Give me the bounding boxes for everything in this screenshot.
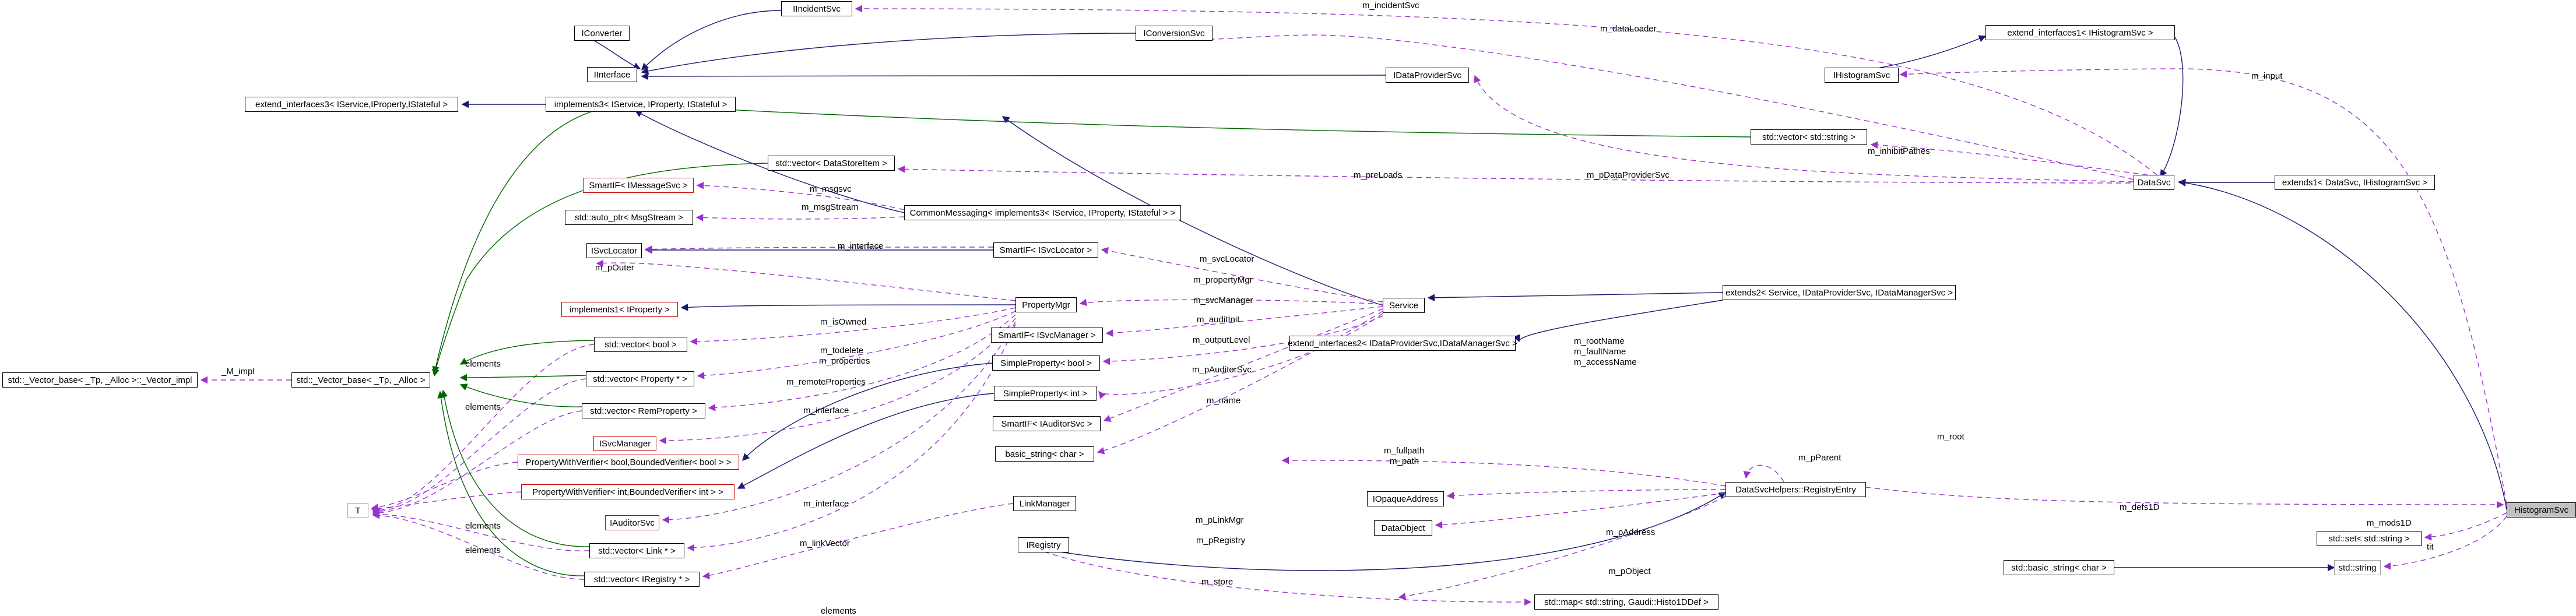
class-node-vector-bool-base[interactable]: std::_Vector_base< _Tp, _Alloc >::_Vecto… <box>2 372 198 388</box>
class-node-isvclocator[interactable]: ISvcLocator <box>586 243 642 258</box>
edge-label-m-inhibitpathes: m_inhibitPathes <box>1868 146 1930 156</box>
edge-label-m-incidentsvc: m_incidentSvc <box>1362 1 1419 10</box>
class-node-iincidentsvc[interactable]: IIncidentSvc <box>781 1 852 16</box>
class-node-extends2-service[interactable]: extends2< Service, IDataProviderSvc, IDa… <box>1723 285 1956 300</box>
edge-label-m-defs1d: m_defs1D <box>2120 502 2160 512</box>
class-node-vector-base[interactable]: std::_Vector_base< _Tp, _Alloc > <box>291 372 430 388</box>
edge-label-elements-2: elements <box>465 402 501 412</box>
edge-label-m-linkvector: m_linkVector <box>800 538 850 548</box>
edge-label-m-accessname: m_accessName <box>1574 357 1637 367</box>
class-node-propertymgr[interactable]: PropertyMgr <box>1015 297 1077 312</box>
edge-label-elements-5: elements <box>821 606 856 616</box>
class-node-dataobject[interactable]: DataObject <box>1374 520 1432 536</box>
edge-label-m-faultname: m_faultName <box>1574 347 1626 357</box>
class-node-simpleproperty-bool[interactable]: SimpleProperty< bool > <box>992 355 1100 371</box>
class-node-service[interactable]: Service <box>1383 298 1425 313</box>
edge-label-m-outputlevel: m_outputLevel <box>1193 335 1250 345</box>
class-node-implements3[interactable]: implements3< IService, IProperty, IState… <box>546 97 736 112</box>
edge-label-m-impl: _M_impl <box>222 367 255 376</box>
class-node-auto-ptr-msgstream[interactable]: std::auto_ptr< MsgStream > <box>565 210 693 225</box>
edge-label-m-fullpath: m_fullpath <box>1384 446 1425 456</box>
class-node-smartif-iauditorsvc[interactable]: SmartIF< IAuditorSvc > <box>993 416 1101 431</box>
class-node-iregistry[interactable]: IRegistry <box>1018 537 1069 552</box>
edge-label-m-path: m_path <box>1390 456 1419 466</box>
edge-label-m-pparent: m_pParent <box>1798 453 1841 463</box>
class-node-t-template[interactable]: T <box>347 503 368 518</box>
class-node-vector-iregistry-ptr[interactable]: std::vector< IRegistry * > <box>584 572 700 587</box>
class-node-smartif-imessagesvc[interactable]: SmartIF< IMessageSvc > <box>583 178 694 193</box>
edge-label-m-dataloader: m_dataLoader <box>1600 24 1657 34</box>
edge-label-m-rootname: m_rootName <box>1574 336 1625 346</box>
edge-label-m-root: m_root <box>1937 432 1964 442</box>
class-node-map-histo1ddef[interactable]: std::map< std::string, Gaudi::Histo1DDef… <box>1534 594 1718 610</box>
edge-label-elements-1: elements <box>465 359 501 369</box>
edge-label-tit: tit <box>2427 542 2434 552</box>
class-node-implements1-iproperty[interactable]: implements1< IProperty > <box>561 302 678 317</box>
class-node-datasvchelpers[interactable]: DataSvcHelpers::RegistryEntry <box>1725 482 1866 497</box>
class-node-set-string[interactable]: std::set< std::string > <box>2317 531 2422 546</box>
edge-label-m-store: m_store <box>1201 577 1233 587</box>
edge-label-m-msgsvc: m_msgsvc <box>810 184 852 194</box>
edge-label-m-remoteproperties: m_remoteProperties <box>786 377 866 387</box>
edge-label-elements-3: elements <box>465 521 501 531</box>
class-node-vector-property-ptr[interactable]: std::vector< Property * > <box>586 371 694 386</box>
edge-label-m-pdataprovidersvc: m_pDataProviderSvc <box>1587 170 1670 180</box>
edge-label-m-auditinit: m_auditInit <box>1197 315 1240 325</box>
edge-label-m-isowned: m_isOwned <box>820 317 867 327</box>
edge-label-m-svcmanager: m_svcManager <box>1193 295 1253 305</box>
edge-label-elements-4: elements <box>465 545 501 555</box>
class-node-iauditorsvc[interactable]: IAuditorSvc <box>605 515 659 530</box>
edge-label-m-mods1d: m_mods1D <box>2367 518 2412 528</box>
class-node-smartif-isvcmanager[interactable]: SmartIF< ISvcManager > <box>991 328 1103 343</box>
inheritance-edges <box>461 10 2507 572</box>
edge-label-m-svclocator: m_svcLocator <box>1200 254 1254 264</box>
class-node-vector-string[interactable]: std::vector< std::string > <box>1751 129 1867 145</box>
class-node-iinterface[interactable]: IInterface <box>587 67 637 82</box>
class-node-basic-string-std[interactable]: std::basic_string< char > <box>2004 560 2114 575</box>
edge-label-m-pobject: m_pObject <box>1608 566 1651 576</box>
edge-label-m-input: m_input <box>2251 71 2283 81</box>
edge-label-m-interface-2: m_interface <box>803 406 849 416</box>
class-node-simpleproperty-int[interactable]: SimpleProperty< int > <box>994 386 1097 401</box>
class-node-smartif-isvclocator[interactable]: SmartIF< ISvcLocator > <box>993 242 1098 258</box>
class-node-extends1-datasvc[interactable]: extends1< DataSvc, IHistogramSvc > <box>2275 175 2435 190</box>
class-node-idataprovidersvc[interactable]: IDataProviderSvc <box>1386 68 1469 83</box>
edge-label-m-paddress: m_pAddress <box>1606 527 1656 537</box>
class-node-commonmessaging[interactable]: CommonMessaging< implements3< IService, … <box>904 205 1181 220</box>
class-node-std-string[interactable]: std::string <box>2334 560 2381 575</box>
edge-label-m-plinkmgr: m_pLinkMgr <box>1196 515 1244 525</box>
class-node-iconverter[interactable]: IConverter <box>574 26 630 41</box>
class-node-vector-link-ptr[interactable]: std::vector< Link * > <box>589 543 684 558</box>
class-node-extend3-isvc-iprop[interactable]: extend_interfaces3< IService,IProperty,I… <box>245 97 458 112</box>
class-node-basic-string-char[interactable]: basic_string< char > <box>995 446 1094 462</box>
class-node-pwv-int[interactable]: PropertyWithVerifier< int,BoundedVerifie… <box>521 484 735 499</box>
edge-label-m-msgstream: m_msgStream <box>802 202 859 212</box>
edge-label-m-interface-1: m_interface <box>838 241 884 251</box>
edge-label-m-properties: m_properties <box>819 356 870 366</box>
edge-label-m-pouter: m_pOuter <box>595 263 634 273</box>
class-node-vector-bool[interactable]: std::vector< bool > <box>594 337 687 352</box>
edge-label-m-propertymgr: m_propertyMgr <box>1193 275 1253 285</box>
class-node-extend2-idataprovider[interactable]: extend_interfaces2< IDataProviderSvc,IDa… <box>1288 336 1517 351</box>
class-node-iopaqueaddress[interactable]: IOpaqueAddress <box>1367 491 1444 506</box>
edge-label-m-pauditorsvc: m_pAuditorSvc <box>1192 365 1252 375</box>
class-node-vector-datastoreitem[interactable]: std::vector< DataStoreItem > <box>768 156 895 171</box>
class-node-histogramsvc[interactable]: HistogramSvc <box>2507 502 2576 518</box>
class-node-extend1-ihistogramsvc[interactable]: extend_interfaces1< IHistogramSvc > <box>1985 25 2175 40</box>
class-node-iconversionsvc[interactable]: IConversionSvc <box>1136 26 1213 41</box>
class-node-vector-remproperty[interactable]: std::vector< RemProperty > <box>582 403 705 418</box>
edge-label-m-name: m_name <box>1207 396 1241 406</box>
edge-label-m-preloads: m_preLoads <box>1354 170 1403 180</box>
class-node-pwv-bool[interactable]: PropertyWithVerifier< bool,BoundedVerifi… <box>518 455 739 470</box>
class-node-linkmanager[interactable]: LinkManager <box>1013 496 1076 511</box>
edge-label-m-todelete: m_todelete <box>820 346 864 355</box>
class-node-datasvc[interactable]: DataSvc <box>2134 175 2174 190</box>
edge-label-m-pregistry: m_pRegistry <box>1196 536 1246 545</box>
class-node-isvcmanager[interactable]: ISvcManager <box>593 436 656 451</box>
edge-label-m-interface-3: m_interface <box>803 499 849 509</box>
class-node-ihistogramsvc[interactable]: IHistogramSvc <box>1825 68 1899 83</box>
